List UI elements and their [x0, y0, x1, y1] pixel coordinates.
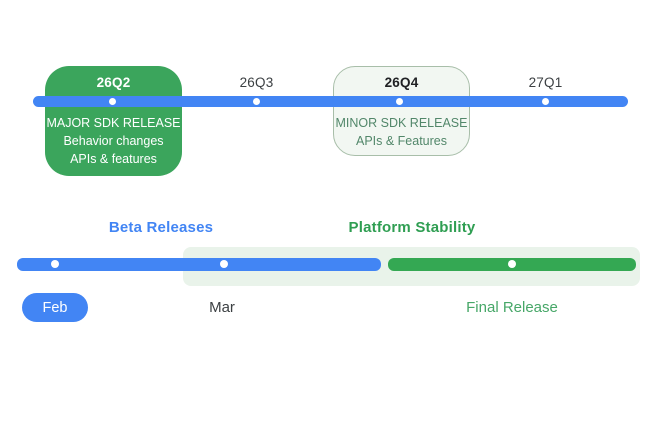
major-release-detail-behavior: Behavior changes [63, 134, 164, 148]
timeline-dot-26q3 [253, 98, 260, 105]
major-sdk-release-card [45, 66, 182, 176]
month-pill-feb: Feb [22, 293, 88, 322]
minor-sdk-release-card [333, 66, 470, 156]
beta-releases-label: Beta Releases [108, 219, 214, 236]
beta-releases-bar [17, 258, 381, 271]
major-release-title: MAJOR SDK RELEASE [46, 116, 181, 130]
quarter-label-27q1: 27Q1 [528, 75, 563, 90]
minor-release-details: MINOR SDK RELEASE APIs & Features [333, 114, 470, 150]
beta-dot-feb [51, 260, 59, 268]
timeline-dot-26q4 [396, 98, 403, 105]
quarter-label-26q3: 26Q3 [239, 75, 274, 90]
final-release-label: Final Release [466, 299, 558, 316]
major-release-details: MAJOR SDK RELEASE Behavior changes APIs … [45, 114, 182, 168]
major-release-detail-apis: APIs & features [70, 152, 157, 166]
quarter-label-26q2: 26Q2 [96, 75, 131, 90]
quarter-label-26q4: 26Q4 [384, 75, 419, 90]
month-label-mar: Mar [209, 299, 235, 316]
timeline-dot-27q1 [542, 98, 549, 105]
final-release-dot [508, 260, 516, 268]
beta-dot-mar [220, 260, 228, 268]
platform-stability-label: Platform Stability [348, 219, 476, 236]
timeline-dot-26q2 [109, 98, 116, 105]
minor-release-detail-apis: APIs & Features [355, 134, 447, 148]
minor-release-title: MINOR SDK RELEASE [335, 116, 468, 130]
sdk-timeline-bar [33, 96, 628, 107]
